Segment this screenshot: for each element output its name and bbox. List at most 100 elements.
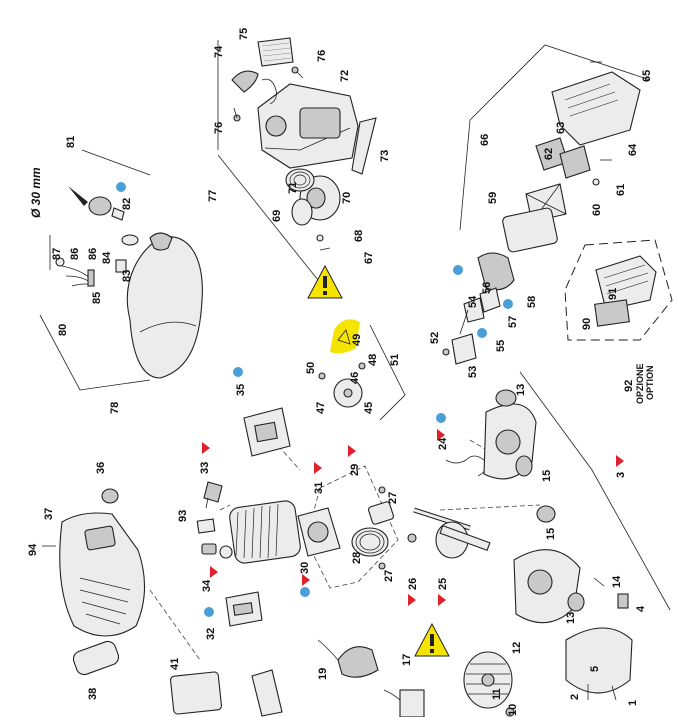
part-36-grommet xyxy=(101,488,119,504)
part-12-flywheel xyxy=(463,651,513,709)
dot-marker-55 xyxy=(477,328,487,338)
part-53-block xyxy=(451,333,477,365)
label-75: 75 xyxy=(238,28,250,40)
label-63: 63 xyxy=(555,122,567,134)
label-diameter: Ø 30 mm xyxy=(29,167,43,218)
label-58: 58 xyxy=(526,296,538,308)
part-49-bracket xyxy=(337,329,351,345)
label-24: 24 xyxy=(437,437,449,450)
label-14: 14 xyxy=(611,575,623,588)
label-86a: 86 xyxy=(69,248,81,260)
group-line-66b xyxy=(459,119,471,231)
part-81-clip xyxy=(111,207,125,221)
part-67-screw xyxy=(319,247,331,251)
label-38: 38 xyxy=(87,688,99,700)
part-72-housing-window xyxy=(299,107,341,139)
dot-marker-57 xyxy=(503,299,513,309)
part-75-plate xyxy=(257,37,294,67)
part-49-highlight xyxy=(330,319,360,354)
label-13a: 13 xyxy=(515,384,527,396)
left-cover-assembly xyxy=(42,488,283,717)
label-33: 33 xyxy=(199,462,211,474)
label-15a: 15 xyxy=(541,470,553,482)
part-34-washer xyxy=(219,545,233,559)
label-4: 4 xyxy=(635,605,647,612)
label-73: 73 xyxy=(379,150,391,162)
part-87-grommet xyxy=(55,257,65,267)
group-line-77b xyxy=(217,154,331,296)
group-line-3 xyxy=(519,371,671,611)
part-90-option-filter xyxy=(594,299,630,327)
warning-triangle-icon-2 xyxy=(414,622,450,657)
group-line-78 xyxy=(39,314,151,391)
label-19: 19 xyxy=(317,668,329,680)
label-83: 83 xyxy=(121,270,133,282)
label-54: 54 xyxy=(467,295,479,308)
dot-marker-82 xyxy=(116,182,126,192)
part-82-cap xyxy=(88,196,112,216)
dot-marker-35 xyxy=(233,367,243,377)
label-94: 94 xyxy=(27,543,39,556)
part-15-seal-b xyxy=(536,505,556,523)
label-25: 25 xyxy=(437,578,449,590)
part-55-spacer xyxy=(463,297,485,323)
option-box-outline xyxy=(564,239,673,341)
label-55: 55 xyxy=(495,340,507,352)
label-12: 12 xyxy=(511,642,523,654)
dash-cylinder-spark xyxy=(219,504,231,511)
label-45: 45 xyxy=(363,402,375,414)
label-85: 85 xyxy=(91,292,103,304)
label-26: 26 xyxy=(407,578,419,590)
part-19-coil xyxy=(337,646,379,678)
dot-marker-56 xyxy=(453,265,463,275)
label-10: 10 xyxy=(507,704,519,716)
part-41-muffler xyxy=(169,671,223,715)
tri-marker-31 xyxy=(314,462,322,474)
part-13-bearing-a xyxy=(495,389,517,407)
label-17: 17 xyxy=(401,654,413,666)
cap-arrow xyxy=(68,186,88,206)
label-49: 49 xyxy=(351,334,363,346)
label-41: 41 xyxy=(169,658,181,670)
group-line-51 xyxy=(369,324,406,421)
label-76b: 76 xyxy=(213,122,225,134)
label-29: 29 xyxy=(349,464,361,476)
label-69: 69 xyxy=(271,210,283,222)
label-74: 74 xyxy=(213,45,225,58)
label-2: 2 xyxy=(569,694,581,700)
label-92: 92 xyxy=(623,380,635,392)
label-76a: 76 xyxy=(316,50,328,62)
part-4-pin xyxy=(617,593,629,609)
label-80: 80 xyxy=(57,324,69,336)
dot-marker-24 xyxy=(436,413,446,423)
part-crankcase-lower xyxy=(565,627,633,694)
label-71: 71 xyxy=(287,182,299,194)
part-15-seal-a xyxy=(515,455,533,477)
label-86b: 86 xyxy=(87,248,99,260)
label-47: 47 xyxy=(315,402,327,414)
label-87: 87 xyxy=(51,248,63,260)
part-78-tank-neck xyxy=(149,232,173,251)
label-36: 36 xyxy=(95,462,107,474)
part-52-nut xyxy=(442,348,450,356)
dash-crank-bearing xyxy=(439,504,541,511)
piston-box-outline xyxy=(305,465,399,589)
part-24-cable xyxy=(445,455,487,477)
label-35: 35 xyxy=(235,384,247,396)
part-38-pad xyxy=(72,640,120,676)
label-3: 3 xyxy=(615,472,627,478)
label-27a: 27 xyxy=(387,492,399,504)
label-51: 51 xyxy=(389,354,401,366)
label-28: 28 xyxy=(351,552,363,564)
tri-marker-29 xyxy=(348,445,356,457)
label-67: 67 xyxy=(363,252,375,264)
part-62-filter-b xyxy=(559,145,591,179)
label-56: 56 xyxy=(481,282,493,294)
label-27b: 27 xyxy=(383,570,395,582)
tri-marker-26 xyxy=(408,594,416,606)
part-31-cylinder xyxy=(229,500,301,564)
label-82: 82 xyxy=(121,198,133,210)
part-76-screw-a xyxy=(291,66,299,74)
label-37: 37 xyxy=(43,508,55,520)
label-15b: 15 xyxy=(545,528,557,540)
